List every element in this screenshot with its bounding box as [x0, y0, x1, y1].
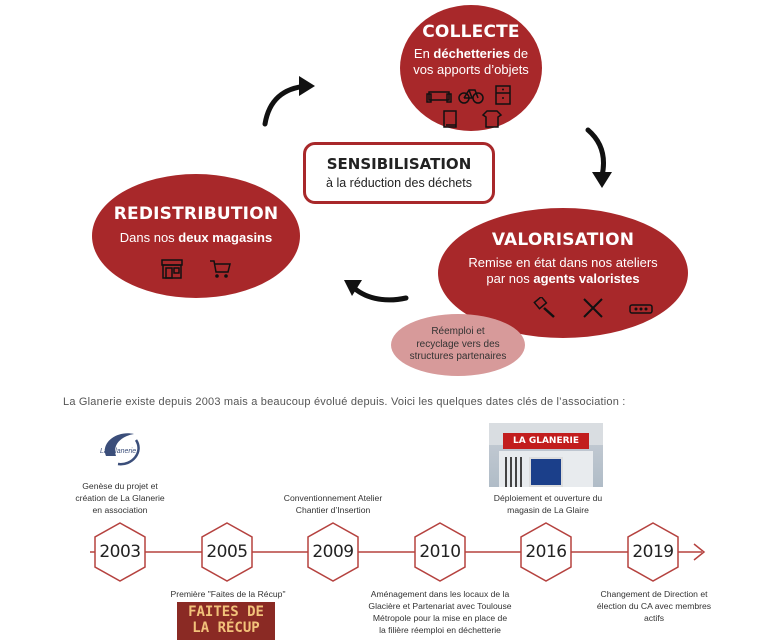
- sensibilisation-subtitle: à la réduction des déchets: [326, 176, 472, 190]
- year-hex-2019: 2019: [626, 521, 680, 583]
- event-2005-line1: Première "Faites de la Récup": [170, 589, 286, 599]
- event-2010-line2: Glacière et Partenariat avec Toulouse: [368, 601, 512, 611]
- redistribution-line1-pre: Dans nos: [119, 230, 179, 245]
- year-label-2010: 2010: [419, 542, 461, 562]
- bicycle-icon: [458, 89, 484, 104]
- redistribution-subtitle: Dans nos deux magasins: [92, 230, 300, 246]
- cycle-arrow-right: [585, 127, 612, 188]
- power-strip-icon: [629, 304, 653, 314]
- swirl-logo-icon: [104, 433, 140, 466]
- event-2019-line1: Changement de Direction et: [600, 589, 708, 599]
- event-2010: Aménagement dans les locaux de la Glaciè…: [365, 588, 515, 636]
- shop-icon: [161, 259, 183, 279]
- cycle-arrow-bottom: [344, 280, 409, 303]
- intro-text: La Glanerie existe depuis 2003 mais a be…: [63, 396, 626, 408]
- collecte-line1-bold: déchetteries: [433, 46, 511, 61]
- event-2003-line2: création de La Glanerie: [75, 493, 165, 503]
- collecte-line1-pre: En: [413, 46, 434, 61]
- sofa-icon: [426, 91, 452, 103]
- redistribution-title: REDISTRIBUTION: [113, 204, 279, 224]
- year-label-2016: 2016: [525, 542, 567, 562]
- la-glanerie-logo: La Glanerie: [96, 426, 148, 474]
- shop-sign: LA GLANERIE: [503, 433, 589, 449]
- valorisation-line2-bold: agents valoristes: [533, 271, 640, 286]
- reemploi-line1: Réemploi et: [431, 326, 485, 337]
- valorisation-line1: Remise en état dans nos ateliers: [468, 255, 658, 270]
- event-2019: Changement de Direction et élection du C…: [590, 588, 718, 624]
- year-hex-2009: 2009: [306, 521, 360, 583]
- faites-line2: LA RÉCUP: [192, 620, 260, 636]
- cabinet-icon: [495, 85, 511, 105]
- event-2016: Déploiement et ouverture du magasin de L…: [478, 492, 618, 516]
- reemploi-line3: structures partenaires: [409, 351, 507, 362]
- faites-line1: FAITES DE: [188, 604, 264, 620]
- valorisation-title: VALORISATION: [491, 230, 635, 250]
- year-hex-2003: 2003: [93, 521, 147, 583]
- book-icon: [443, 110, 457, 128]
- event-2010-line1: Aménagement dans les locaux de la: [370, 589, 510, 599]
- event-2016-line2: magasin de La Glaire: [507, 505, 589, 515]
- shop-photo: LA GLANERIE: [489, 423, 603, 487]
- redistribution-line1-bold: deux magasins: [178, 230, 273, 245]
- reemploi-line2: recyclage vers des: [416, 338, 500, 350]
- year-hex-2016: 2016: [519, 521, 573, 583]
- collecte-title: COLLECTE: [422, 22, 520, 42]
- year-label-2019: 2019: [632, 542, 674, 562]
- event-2019-line2: élection du CA avec membres: [596, 601, 712, 611]
- collecte-line1-post: de: [510, 46, 529, 61]
- shopping-cart-icon: [210, 260, 231, 278]
- valorisation-subtitle: Remise en état dans nos ateliers par nos…: [438, 255, 688, 287]
- faites-de-la-recup-logo: FAITES DE LA RÉCUP: [177, 602, 275, 640]
- tools-icon: [583, 298, 603, 318]
- paint-brush-icon: [533, 297, 555, 318]
- event-2009-line2: Chantier d’Insertion: [295, 505, 371, 515]
- sensibilisation-box: SENSIBILISATION à la réduction des déche…: [303, 142, 495, 204]
- year-label-2009: 2009: [312, 542, 354, 562]
- timeline-line: [90, 543, 706, 561]
- event-2003-line1: Genèse du projet et: [82, 481, 158, 491]
- event-2009-line1: Conventionnement Atelier: [283, 493, 383, 503]
- redistribution-bubble: REDISTRIBUTION Dans nos deux magasins: [92, 174, 300, 298]
- event-2010-line4: la filière réemploi en déchetterie: [379, 625, 501, 635]
- event-2010-line3: Métropole pour la mise en place de: [372, 613, 508, 623]
- year-label-2003: 2003: [99, 542, 141, 562]
- event-2003: Genèse du projet et création de La Glane…: [60, 480, 180, 516]
- event-2019-line3: actifs: [643, 613, 665, 623]
- clothes-icon: [481, 110, 503, 128]
- collecte-subtitle: En déchetteries de vos apports d’objets: [400, 46, 542, 78]
- year-hex-2005: 2005: [200, 521, 254, 583]
- logo-text: La Glanerie: [100, 448, 137, 455]
- event-2003-line3: en association: [92, 505, 148, 515]
- event-2005: Première "Faites de la Récup": [158, 588, 298, 600]
- cycle-arrow-top-left: [262, 76, 315, 127]
- sensibilisation-title: SENSIBILISATION: [326, 155, 472, 173]
- collecte-line2: vos apports d’objets: [413, 62, 529, 77]
- reemploi-bubble: Réemploi et recyclage vers des structure…: [391, 314, 525, 376]
- event-2016-line1: Déploiement et ouverture du: [493, 493, 603, 503]
- collecte-bubble: COLLECTE En déchetteries de vos apports …: [400, 5, 542, 131]
- year-label-2005: 2005: [206, 542, 248, 562]
- year-hex-2010: 2010: [413, 521, 467, 583]
- valorisation-line2-pre: par nos: [486, 271, 534, 286]
- event-2009: Conventionnement Atelier Chantier d’Inse…: [268, 492, 398, 516]
